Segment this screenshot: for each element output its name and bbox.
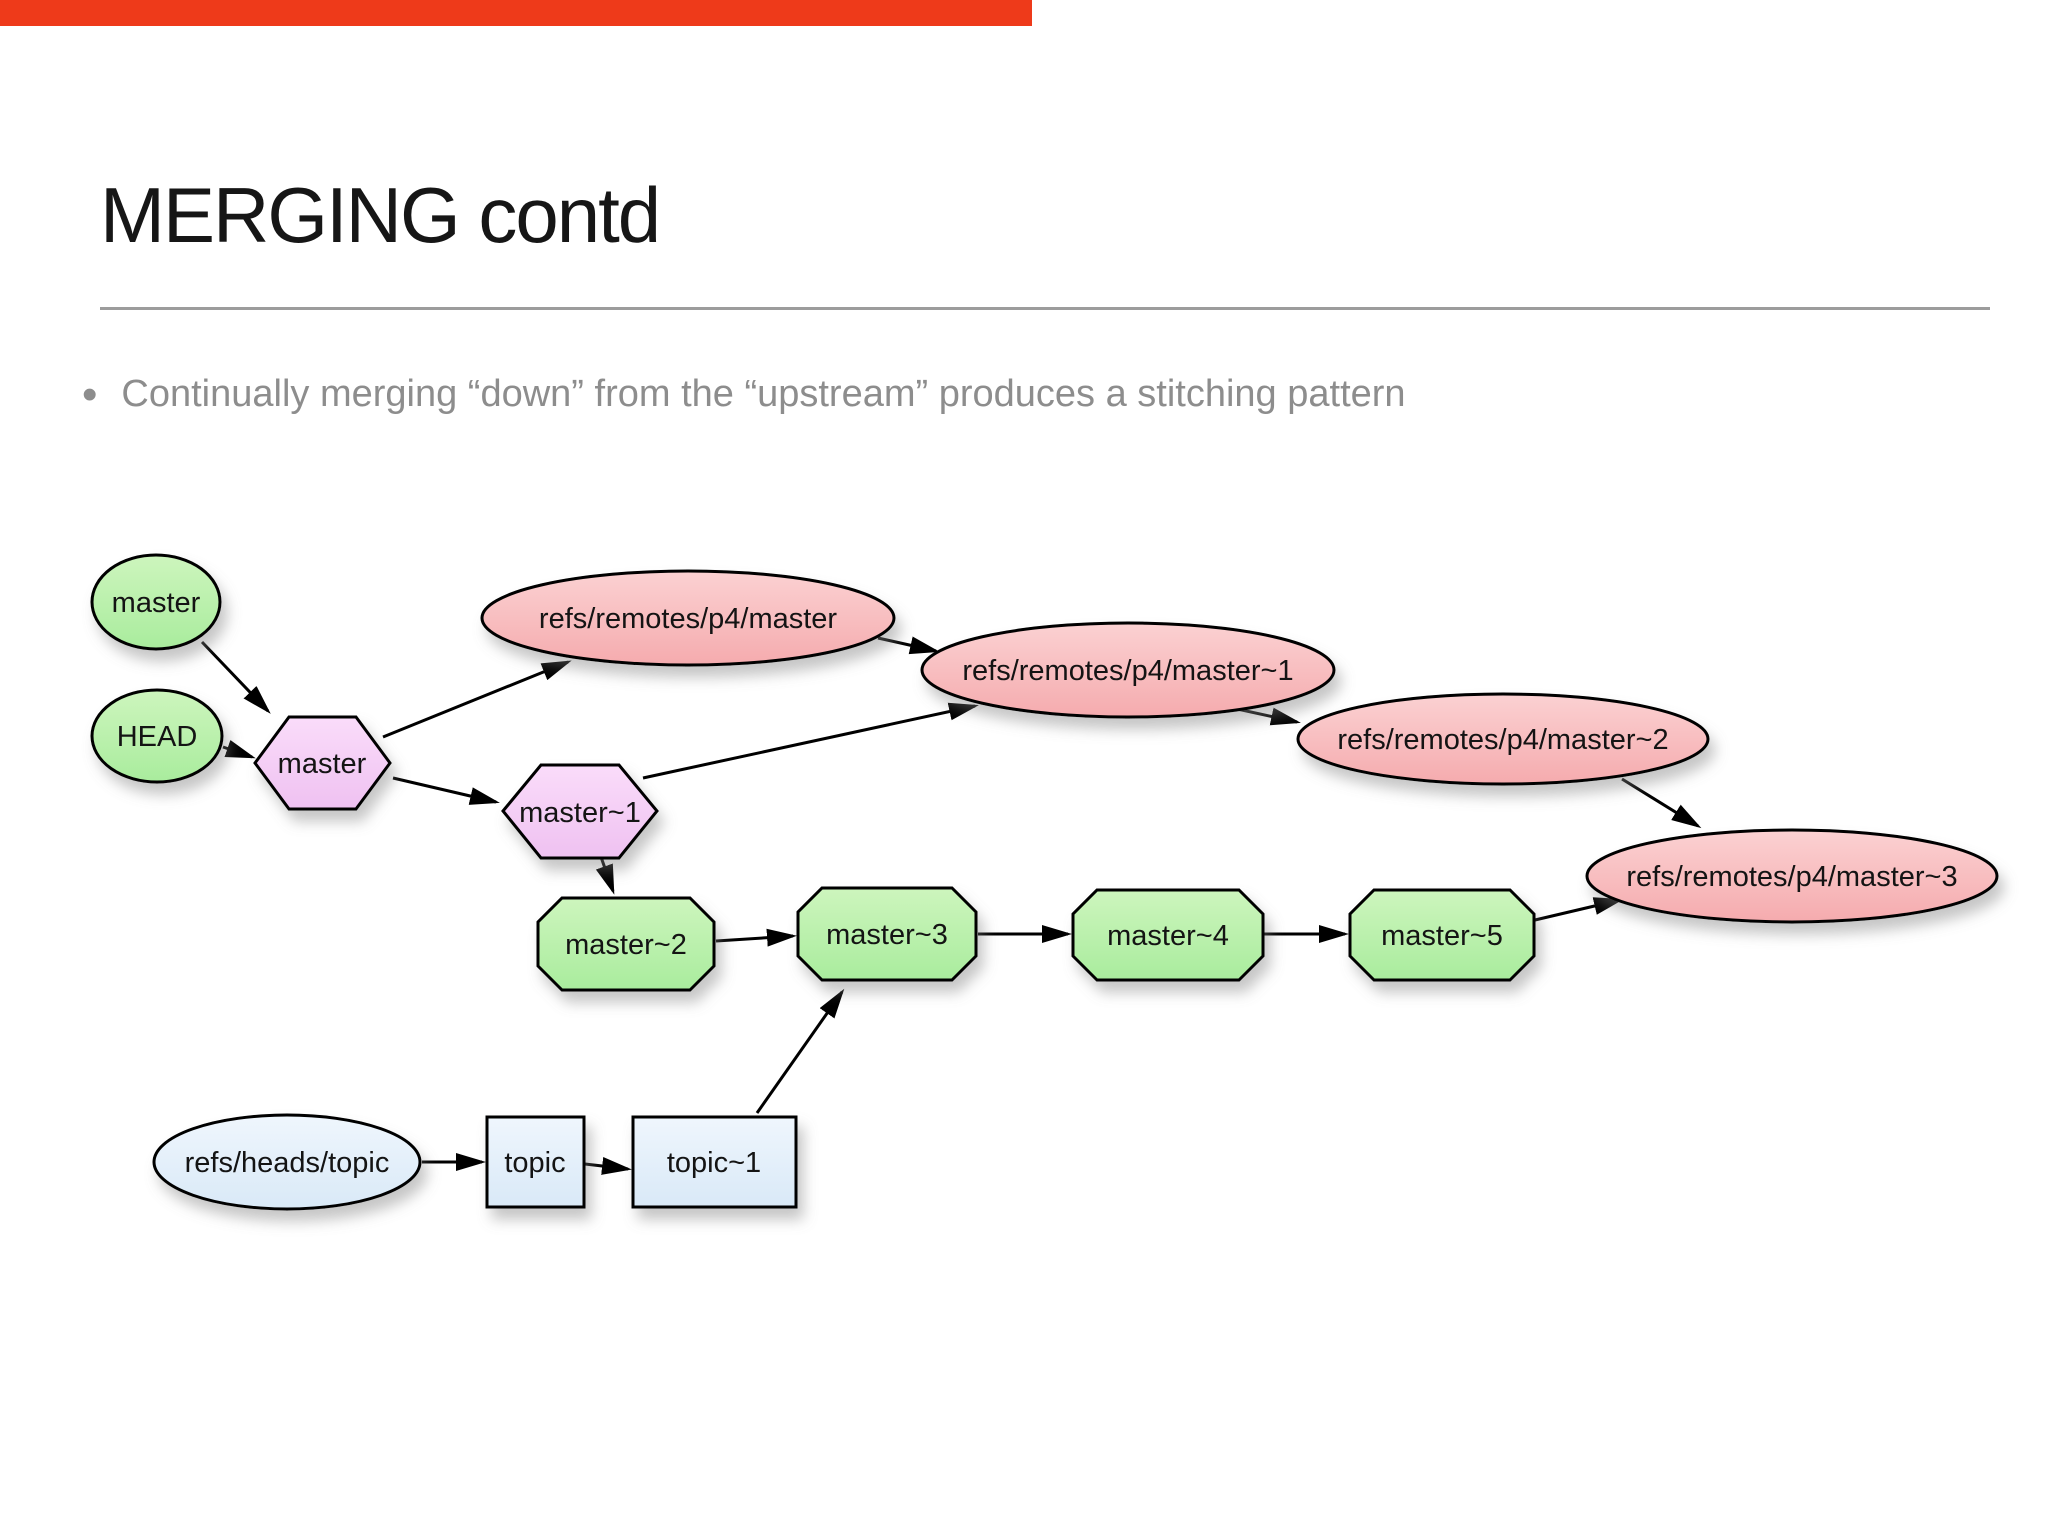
node-master-4: master~4: [1071, 888, 1265, 982]
node-master-2-label: master~2: [565, 929, 687, 961]
node-p4-master-2: refs/remotes/p4/master~2: [1296, 692, 1710, 786]
node-topic-1: topic~1: [631, 1115, 798, 1209]
node-p4-master-label: refs/remotes/p4/master: [539, 603, 837, 635]
node-topic-1-label: topic~1: [667, 1147, 761, 1179]
node-p4-master-2-label: refs/remotes/p4/master~2: [1337, 724, 1668, 756]
node-topic-ref-label: refs/heads/topic: [185, 1147, 390, 1179]
bullet-item: • Continually merging “down” from the “u…: [82, 370, 1406, 419]
node-master-5-label: master~5: [1381, 920, 1503, 952]
node-master-3-label: master~3: [826, 919, 948, 951]
bullet-text: Continually merging “down” from the “ups…: [121, 373, 1406, 415]
edge-master-p4master: [382, 660, 572, 739]
edge-topic-topic1: [584, 1157, 632, 1175]
top-progress-bar: [0, 0, 1032, 26]
node-master-ref: master: [90, 553, 222, 651]
node-master-4-label: master~4: [1107, 920, 1229, 952]
title-divider: [100, 307, 1990, 310]
node-master-label: master: [278, 748, 367, 780]
node-master-1-label: master~1: [519, 797, 641, 829]
node-master-3: master~3: [796, 886, 978, 982]
edge-master1-master2: [595, 856, 615, 895]
node-topic: topic: [485, 1115, 586, 1209]
node-head-ref-label: HEAD: [117, 721, 198, 753]
node-topic-label: topic: [504, 1147, 565, 1179]
node-p4-master: refs/remotes/p4/master: [480, 569, 896, 667]
node-master-1: master~1: [501, 763, 659, 860]
edge-p4master-p4master1: [877, 636, 940, 655]
node-head-ref: HEAD: [90, 688, 224, 784]
diagram-edges: [200, 636, 1702, 1175]
edge-master-master1: [392, 776, 500, 805]
node-master: master: [253, 715, 392, 811]
node-p4-master-3: refs/remotes/p4/master~3: [1585, 828, 1999, 924]
edge-p4master2-p4master3: [1621, 777, 1702, 829]
edge-master1-p4master1: [642, 702, 979, 780]
node-p4-master-1: refs/remotes/p4/master~1: [920, 621, 1336, 719]
node-master-2: master~2: [536, 896, 716, 992]
edge-masterref-master: [200, 640, 271, 714]
edge-master5-p4master3: [1534, 897, 1624, 922]
node-master-5: master~5: [1348, 888, 1536, 982]
edge-head-master: [222, 740, 256, 759]
bullet-marker: •: [82, 370, 98, 419]
slide-title: MERGING contd: [100, 171, 661, 259]
node-master-ref-label: master: [112, 587, 201, 619]
node-topic-ref: refs/heads/topic: [152, 1113, 422, 1211]
node-p4-master-3-label: refs/remotes/p4/master~3: [1626, 861, 1957, 893]
node-p4-master-1-label: refs/remotes/p4/master~1: [962, 655, 1293, 687]
edge-master2-master3: [715, 928, 797, 947]
edge-topic1-master3: [755, 988, 845, 1114]
